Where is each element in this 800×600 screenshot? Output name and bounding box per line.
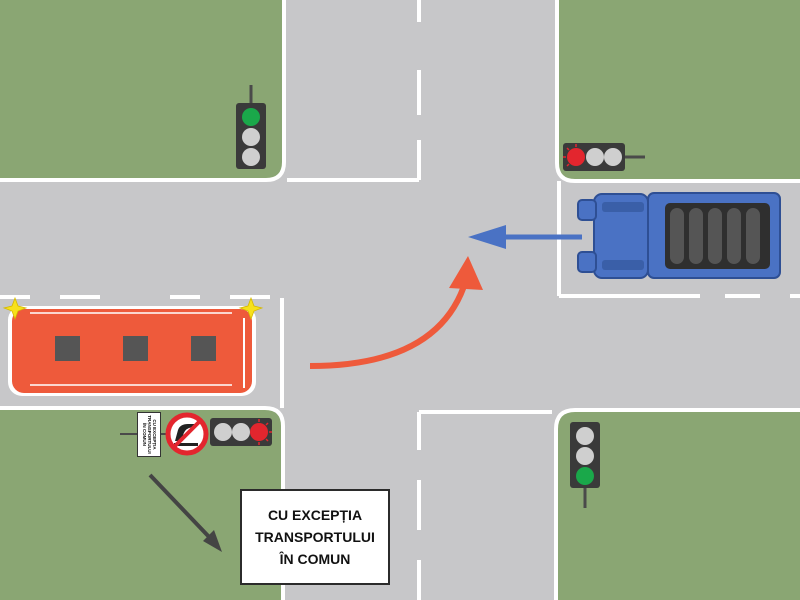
grass-bottom-right: [554, 408, 800, 600]
grass-top-right: [555, 0, 800, 183]
bus-turn-arrow: [309, 256, 483, 369]
green-light-icon: [242, 108, 260, 126]
callout-line: TRANSPORTULUI: [255, 529, 375, 545]
bus: [2, 296, 264, 396]
callout-pointer-arrow: [148, 473, 222, 552]
small-sign-line: TRANSPORTULUI: [146, 415, 152, 454]
grass-top-left: [0, 0, 286, 182]
traffic-light-bottom-left: [210, 418, 272, 446]
traffic-light-top-left: [236, 85, 266, 169]
red-light-icon: [567, 148, 585, 166]
callout-line: ÎN COMUN: [279, 551, 351, 567]
hazard-light-icon: [2, 296, 264, 321]
supplementary-sign-small-text: CU EXCEPȚIA TRANSPORTULUI ÎN COMUN: [142, 415, 157, 454]
green-light-icon: [576, 467, 594, 485]
supplementary-sign-callout: CU EXCEPȚIA TRANSPORTULUI ÎN COMUN: [240, 489, 390, 585]
callout-line: CU EXCEPȚIA: [267, 507, 363, 523]
traffic-light-bottom-right: [570, 422, 600, 508]
bus-prohibition-icon: [120, 412, 209, 456]
supplementary-sign-small: CU EXCEPȚIA TRANSPORTULUI ÎN COMUN: [137, 412, 161, 457]
small-sign-line: CU EXCEPȚIA: [151, 419, 157, 450]
red-light-icon: [250, 423, 268, 441]
traffic-light-top-right: [563, 143, 645, 171]
truck-straight-arrow: [468, 225, 582, 249]
small-sign-line: ÎN COMUN: [141, 423, 147, 446]
truck: [577, 192, 781, 279]
